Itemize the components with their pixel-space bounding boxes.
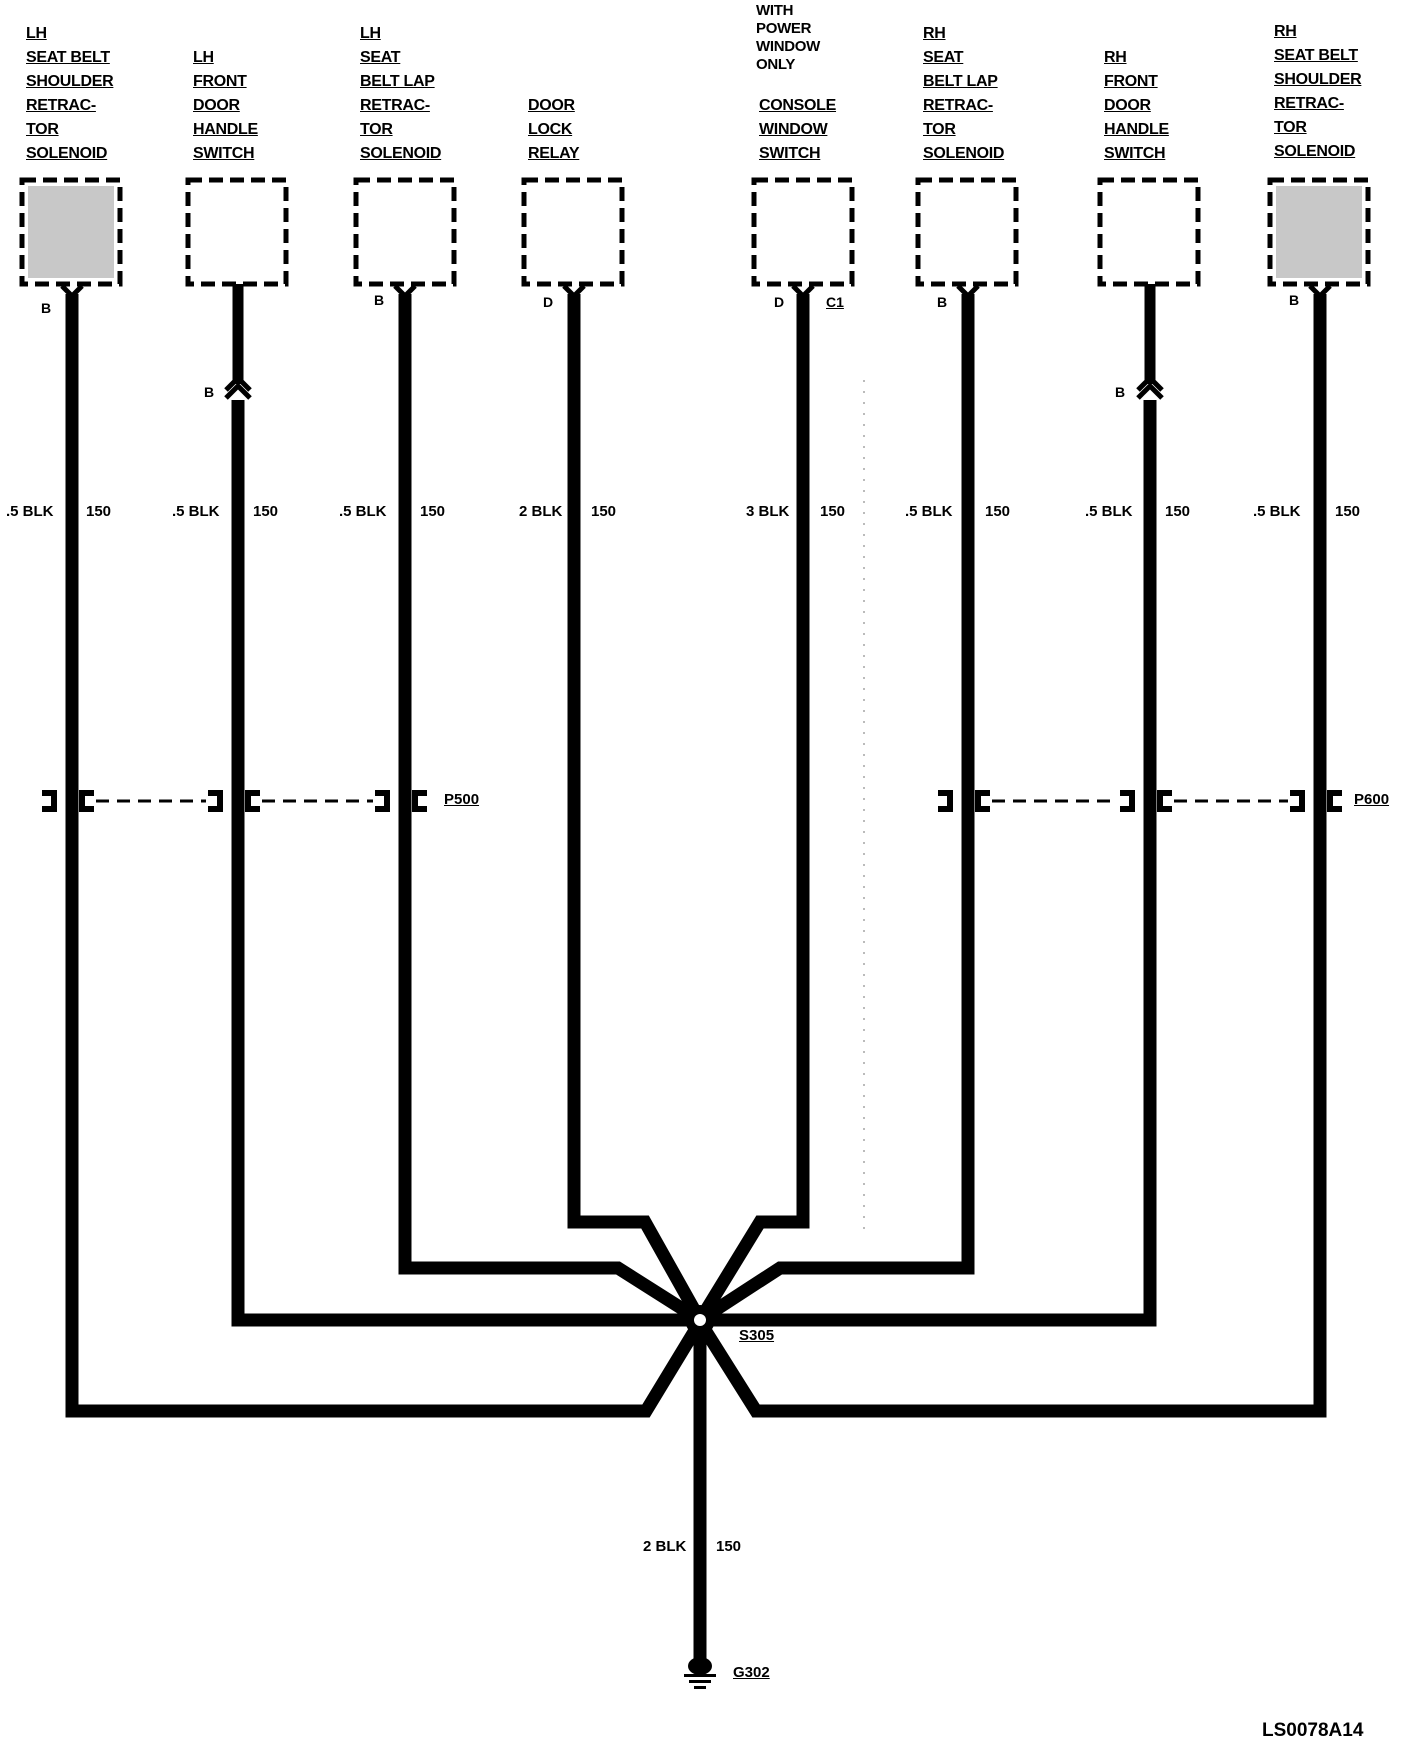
circuit-number-label: 150 [420,503,446,520]
pin-label: D [543,294,554,310]
pin-label: B [374,292,385,308]
pin-label: B [1289,292,1300,308]
component-box-rh-shoulder-solenoid [1267,177,1371,287]
wire-console-window-switch [694,294,810,1324]
component-box-lh-shoulder-solenoid [19,177,123,287]
inline-pin-label: B [1115,384,1126,400]
component-box-rh-door-handle-switch [1097,177,1201,287]
wire-size-label: .5 BLK [172,503,220,520]
wire-lh-lap-solenoid [398,294,704,1326]
wire-door-lock-relay [567,294,706,1324]
splice-label: S305 [739,1327,775,1344]
inline-connector-lh [224,374,252,400]
circuit-number-label: 150 [1165,503,1191,520]
component-box-door-lock-relay [521,177,625,287]
wire-size-label: 3 BLK [746,503,790,520]
inline-connector-rh [1136,374,1164,400]
ground-wire-size-label: 2 BLK [643,1538,687,1555]
component-box-lh-door-handle-switch [185,177,289,287]
circuit-number-label: 150 [253,503,279,520]
wire-size-label: .5 BLK [905,503,953,520]
component-box-rh-lap-solenoid [915,177,1019,287]
circuit-number-label: 150 [1335,503,1361,520]
ground-label: G302 [733,1664,770,1681]
pin-label: D [774,294,785,310]
wire-rh-door-handle-switch [700,400,1157,1327]
inline-pin-label: B [204,384,215,400]
pin-label: B [937,294,948,310]
circuit-number-label: 150 [985,503,1011,520]
component-box-console-window-switch [751,177,855,287]
connector-label-c1: C1 [826,294,844,310]
wire-size-label: .5 BLK [1085,503,1133,520]
wire-lh-door-handle-switch [231,400,700,1327]
wire-size-label: .5 BLK [6,503,54,520]
ground-circuit-label: 150 [716,1538,742,1555]
passthrough-label-p600: P600 [1354,791,1390,808]
pin-label: B [41,300,52,316]
passthrough-label-p500: P500 [444,791,480,808]
wire-rh-lap-solenoid [696,294,975,1326]
wire-size-label: .5 BLK [1253,503,1301,520]
circuit-number-label: 150 [591,503,617,520]
wire-rh-shoulder-solenoid [694,294,1327,1418]
wire-size-label: 2 BLK [519,503,563,520]
wire-size-label: .5 BLK [339,503,387,520]
figure-id: LS0078A14 [1262,1720,1364,1741]
circuit-number-label: 150 [86,503,112,520]
wire-lh-shoulder-solenoid [65,294,706,1418]
ground-symbol [684,1657,716,1689]
component-box-lh-lap-solenoid [353,177,457,287]
circuit-number-label: 150 [820,503,846,520]
